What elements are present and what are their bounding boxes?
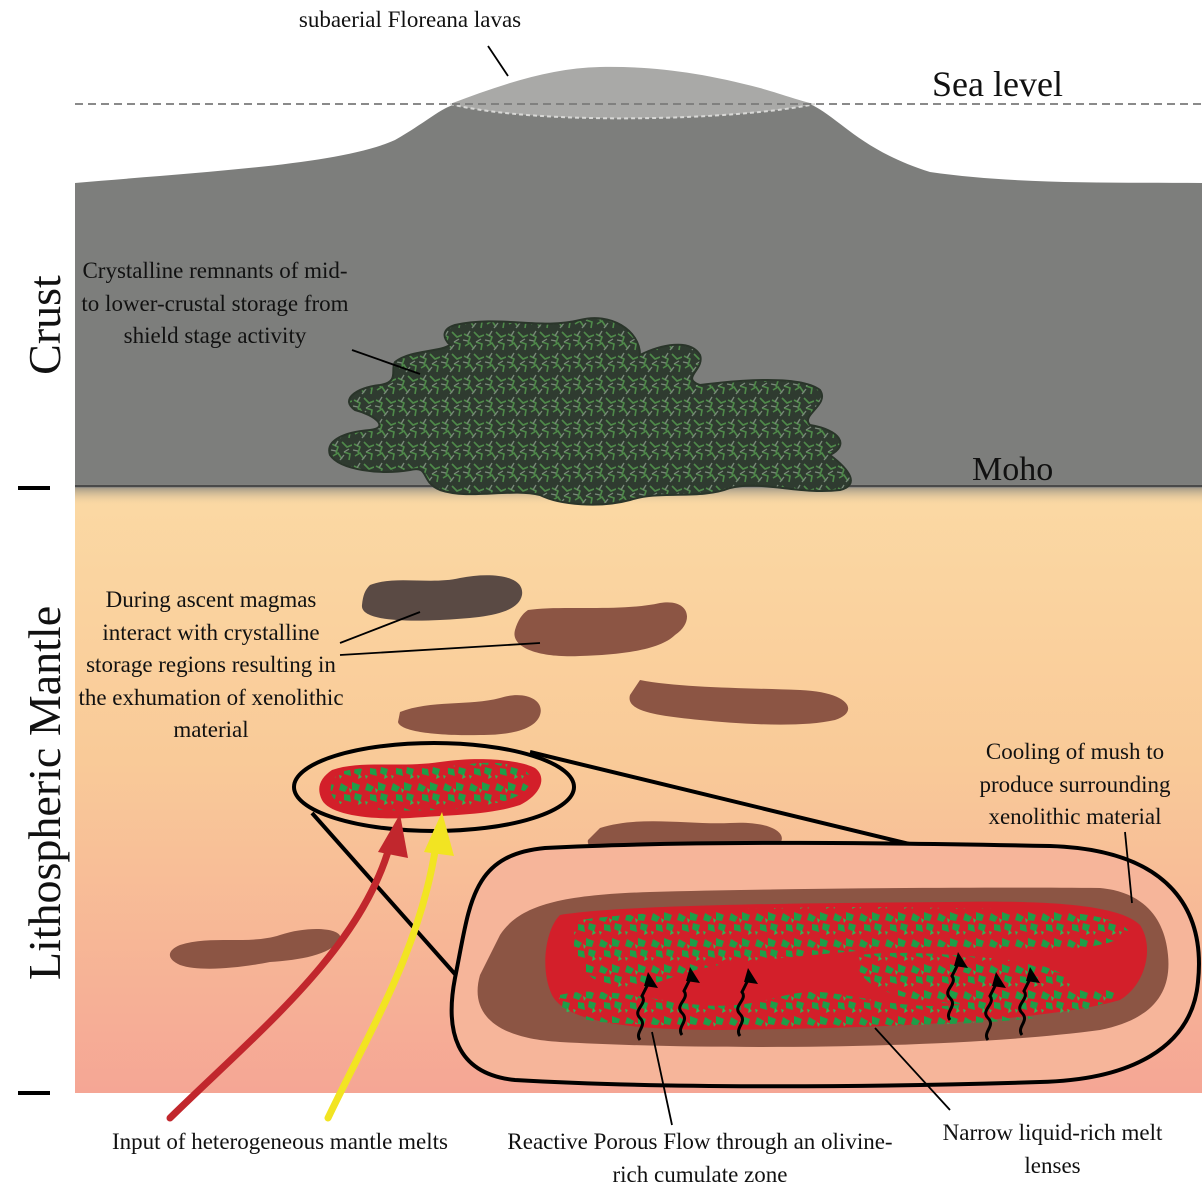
narrow-lenses-label: Narrow liquid-rich melt lenses bbox=[935, 1117, 1170, 1182]
crystalline-remnants-label: Crystalline remnants of mid- to lower-cr… bbox=[75, 255, 355, 353]
sea-level-label: Sea level bbox=[932, 64, 1063, 104]
moho-label: Moho bbox=[972, 450, 1053, 490]
subaerial-label: subaerial Floreana lavas bbox=[255, 4, 565, 37]
subaerial-lava-cap bbox=[450, 67, 815, 118]
lithospheric-mantle-label: Lithospheric Mantle bbox=[20, 573, 70, 1013]
reactive-flow-label: Reactive Porous Flow through an olivine-… bbox=[505, 1126, 895, 1191]
cooling-mush-label: Cooling of mush to produce surrounding x… bbox=[955, 736, 1195, 834]
during-ascent-label: During ascent magmas interact with cryst… bbox=[72, 584, 350, 747]
crust-label: Crust bbox=[20, 250, 70, 400]
input-melts-label: Input of heterogeneous mantle melts bbox=[60, 1126, 500, 1159]
inset-view bbox=[440, 840, 1202, 1090]
